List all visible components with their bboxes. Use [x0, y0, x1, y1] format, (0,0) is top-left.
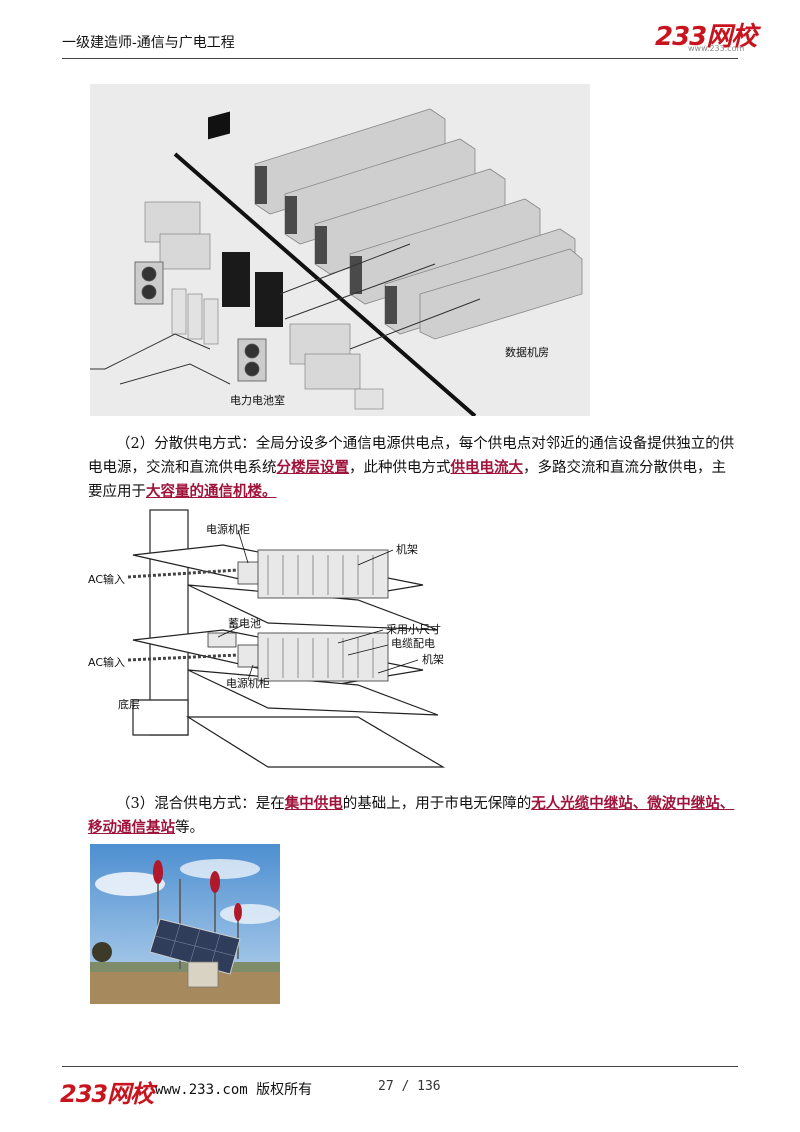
paragraph-hybrid-power: （3）混合供电方式：是在集中供电的基础上，用于市电无保障的无人光缆中继站、微波中… [88, 795, 735, 836]
label-battery: 蓄电池 [228, 617, 261, 630]
label-small-cable-1: 采用小尺寸 [386, 622, 441, 636]
footer-rule [62, 1066, 738, 1067]
label-ac-input-top: AC输入 [88, 572, 125, 586]
highlight-centralized: 集中供电 [284, 795, 343, 812]
footer-logo: 233网校 [60, 1080, 154, 1108]
footer-site: www.233.com 版权所有 [155, 1079, 312, 1099]
header-logo: 233网校 [655, 22, 757, 52]
distributed-power-diagram: 电源机柜 机架 AC输入 蓄电池 采用小尺寸 电缆配电 AC输入 机架 电源机柜… [88, 509, 446, 768]
page-number: 27 / 136 [378, 1079, 441, 1094]
datacenter-diagram: 数据机房 电力电池室 [90, 84, 590, 416]
label-powerroom: 电力电池室 [230, 393, 285, 407]
header-rule [62, 58, 738, 59]
label-power-cabinet-top: 电源机柜 [206, 522, 250, 536]
label-small-cable-2: 电缆配电 [391, 637, 435, 650]
label-datacenter: 数据机房 [505, 345, 549, 359]
footer-rights: 版权所有 [256, 1082, 313, 1098]
header-logo-sub: www.233.com [688, 44, 745, 53]
label-ac-input-bottom: AC输入 [88, 655, 125, 669]
footer-site-url[interactable]: www.233.com [155, 1082, 248, 1098]
highlight-floor-setting: 分楼层设置 [276, 459, 350, 476]
hybrid-station-photo [90, 844, 280, 1004]
header-title: 一级建造师-通信与广电工程 [62, 35, 235, 51]
label-rack-bottom: 机架 [422, 652, 444, 666]
highlight-large-building: 大容量的通信机楼。 [146, 483, 277, 500]
paragraph-distributed-power: （2）分散供电方式：全局分设多个通信电源供电点，每个供电点对邻近的通信设备提供独… [88, 436, 735, 500]
highlight-stations: 无人光缆中继站、微波中继站、移动通信基站 [88, 795, 735, 836]
label-ground-floor: 底层 [118, 697, 140, 711]
label-power-cabinet-bottom: 电源机柜 [226, 676, 270, 690]
label-rack-top: 机架 [396, 542, 418, 556]
highlight-large-current: 供电电流大 [450, 459, 524, 476]
